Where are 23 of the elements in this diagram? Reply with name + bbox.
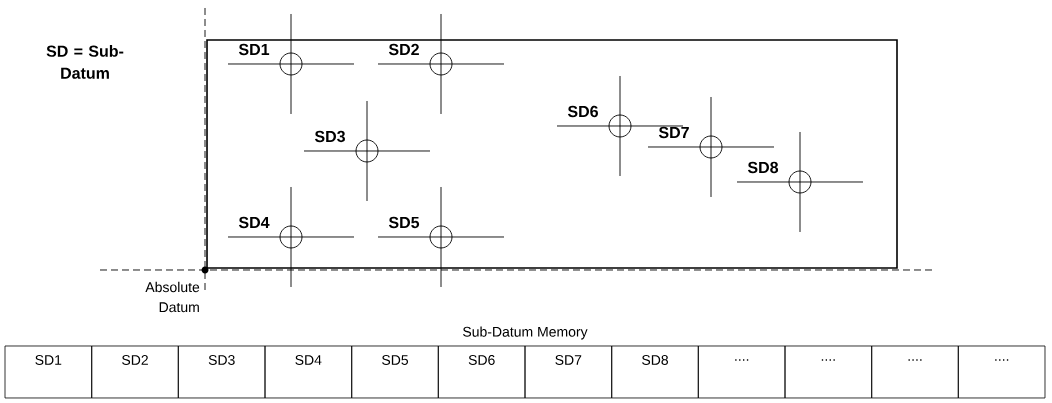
hole-label: SD3: [314, 130, 345, 143]
table-cell: SD8: [611, 345, 699, 399]
table-cell: ....: [957, 345, 1046, 399]
hole-label: SD1: [238, 43, 270, 56]
datum-label: Absolute Datum: [145, 281, 200, 313]
hole-label: SD8: [747, 161, 779, 174]
hole-label: SD5: [388, 216, 420, 229]
hole-label: SD7: [658, 126, 689, 139]
table-cell: SD2: [91, 345, 179, 399]
hole-label: SD4: [238, 216, 270, 229]
hole-label: SD6: [567, 105, 598, 118]
table-cell: SD1: [4, 345, 93, 399]
table-cell: ....: [784, 345, 873, 399]
table-title: Sub-Datum Memory: [463, 326, 588, 340]
table-cell: ....: [697, 345, 786, 399]
table-cell: ....: [871, 345, 959, 399]
table-cell: SD7: [524, 345, 613, 399]
table-cell: SD6: [437, 345, 526, 399]
table-cell: SD3: [177, 345, 266, 399]
definition-note: SD = Sub-Datum: [46, 45, 124, 79]
table-cell: SD4: [264, 345, 353, 399]
table-cell: SD5: [351, 345, 439, 399]
hole-label: SD2: [388, 43, 419, 56]
